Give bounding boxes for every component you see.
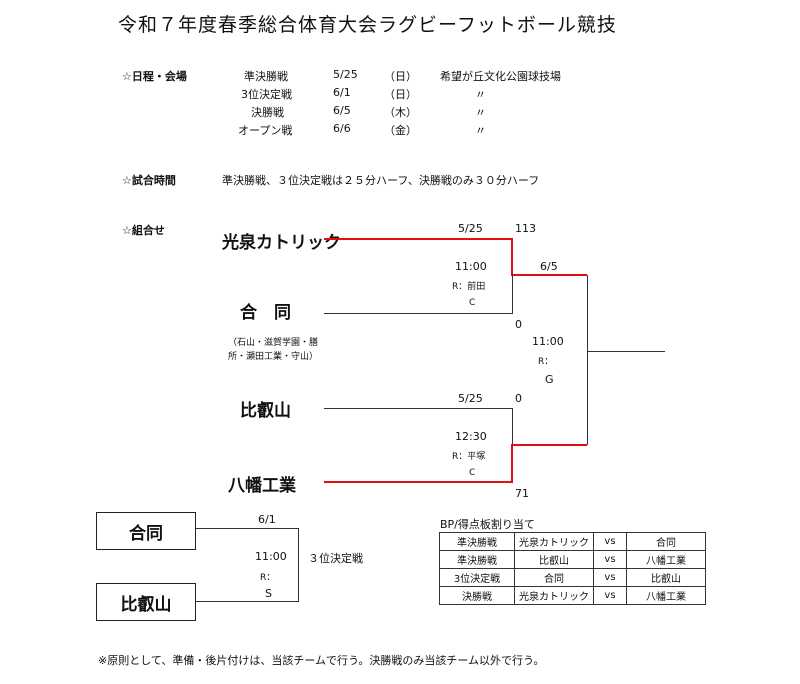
table-cell: 光泉カトリック — [514, 586, 594, 605]
bracket-line — [324, 408, 513, 409]
semi2-ground: C — [469, 468, 476, 478]
table-row: 決勝戦 光泉カトリック vs 八幡工業 — [439, 586, 706, 605]
assignment-table: 準決勝戦 光泉カトリック vs 合同 準決勝戦 比叡山 vs 八幡工業 3位決定… — [439, 532, 706, 605]
semi2-referee: R：平塚 — [452, 452, 486, 462]
table-cell: vs — [593, 532, 627, 551]
schedule-date: 6/6 — [333, 122, 351, 135]
table-cell: 合同 — [626, 532, 706, 551]
table-cell: 決勝戦 — [439, 586, 515, 605]
third-place-referee: R： — [260, 573, 276, 583]
bracket-line-winner — [511, 238, 513, 275]
table-cell: 八幡工業 — [626, 586, 706, 605]
semi1-date: 5/25 — [458, 222, 483, 235]
schedule-round: オープン戦 — [238, 124, 293, 137]
third-place-label: ３位決定戦 — [308, 552, 363, 565]
joint-team-note: （石山・滋賀学園・膳 — [228, 338, 319, 348]
table-cell: 八幡工業 — [626, 550, 706, 569]
table-cell: 準決勝戦 — [439, 532, 515, 551]
schedule-venue: 〃 — [475, 124, 486, 137]
bracket-line — [512, 408, 513, 445]
schedule-venue: 希望が丘文化公園球技場 — [440, 70, 561, 83]
team-hieizan: 比叡山 — [240, 401, 291, 421]
third-place-team-bottom: 比叡山 — [96, 583, 196, 621]
schedule-round: 決勝戦 — [251, 106, 284, 119]
page-title: 令和７年度春季総合体育大会ラグビーフットボール競技 — [118, 14, 617, 36]
team-hachiman-kogyo: 八幡工業 — [228, 476, 296, 496]
table-row: 準決勝戦 光泉カトリック vs 合同 — [439, 532, 706, 551]
bracket-line — [196, 528, 299, 529]
table-row: 3位決定戦 合同 vs 比叡山 — [439, 568, 706, 587]
joint-team-note: 所・瀬田工業・守山） — [228, 352, 319, 362]
schedule-date: 6/5 — [333, 104, 351, 117]
assignment-title: BP/得点板割り当て — [440, 518, 535, 531]
semi2-date: 5/25 — [458, 392, 483, 405]
schedule-date: 6/1 — [333, 86, 351, 99]
team-koizumi-catholic: 光泉カトリック — [222, 233, 341, 253]
table-cell: 光泉カトリック — [514, 532, 594, 551]
third-place-ground: S — [265, 587, 272, 600]
third-place-team-top: 合同 — [96, 512, 196, 550]
bracket-line — [324, 313, 513, 314]
semi1-score-top: 113 — [515, 222, 536, 235]
schedule-day: （日） — [384, 70, 417, 83]
table-cell: vs — [593, 568, 627, 587]
third-place-date: 6/1 — [258, 513, 276, 526]
third-place-time: 11:00 — [255, 550, 287, 563]
bracket-line — [587, 275, 588, 445]
bracket-line — [587, 351, 665, 352]
table-cell: vs — [593, 550, 627, 569]
final-time: 11:00 — [532, 335, 564, 348]
table-cell: 合同 — [514, 568, 594, 587]
table-cell: 準決勝戦 — [439, 550, 515, 569]
match-time-text: 準決勝戦、３位決定戦は２５分ハーフ、決勝戦のみ３０分ハーフ — [222, 174, 540, 187]
bracket-line-winner — [511, 444, 513, 482]
bracket-line-winner — [511, 444, 587, 446]
schedule-day: （木） — [384, 106, 417, 119]
bracket-line — [512, 275, 513, 313]
schedule-date: 5/25 — [333, 68, 358, 81]
schedule-heading: ☆日程・会場 — [122, 70, 187, 83]
schedule-venue: 〃 — [475, 88, 486, 101]
table-row: 準決勝戦 比叡山 vs 八幡工業 — [439, 550, 706, 569]
bracket-line — [298, 528, 299, 602]
semi1-ground: C — [469, 298, 476, 308]
schedule-day: （日） — [384, 88, 417, 101]
bracket-line — [196, 601, 299, 602]
schedule-venue: 〃 — [475, 106, 486, 119]
semi1-referee: R：前田 — [452, 282, 486, 292]
semi2-time: 12:30 — [455, 430, 487, 443]
final-referee: R： — [538, 357, 554, 367]
table-cell: vs — [593, 586, 627, 605]
semi1-score-bottom: 0 — [515, 318, 522, 331]
bracket-heading: ☆組合せ — [122, 224, 165, 237]
semi1-time: 11:00 — [455, 260, 487, 273]
team-joint: 合 同 — [240, 303, 291, 323]
semi2-score-top: 0 — [515, 392, 522, 405]
semi2-score-bottom: 71 — [515, 487, 529, 500]
schedule-round: 3位決定戦 — [241, 88, 292, 101]
match-time-heading: ☆試合時間 — [122, 174, 176, 187]
bracket-line-winner — [324, 238, 513, 240]
final-ground: G — [545, 373, 554, 386]
footnote: ※原則として、準備・後片付けは、当該チームで行う。決勝戦のみ当該チーム以外で行う… — [98, 654, 545, 667]
bracket-line-winner — [324, 481, 513, 483]
schedule-day: （金） — [384, 124, 417, 137]
table-cell: 比叡山 — [514, 550, 594, 569]
table-cell: 比叡山 — [626, 568, 706, 587]
table-cell: 3位決定戦 — [439, 568, 515, 587]
bracket-line-winner — [511, 274, 587, 276]
final-date: 6/5 — [540, 260, 558, 273]
schedule-round: 準決勝戦 — [244, 70, 288, 83]
